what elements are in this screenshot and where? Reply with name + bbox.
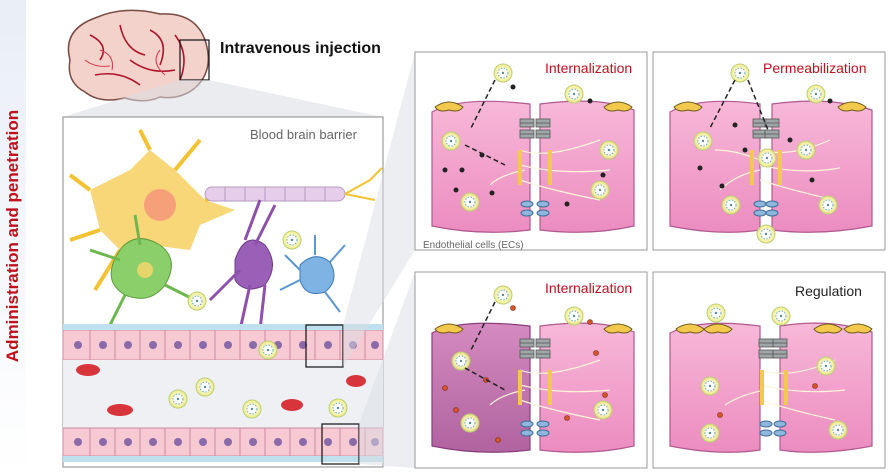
zoom-wedge-brain (63, 80, 382, 117)
endothelial-cells-panel4 (669, 303, 873, 453)
endothelial-cells-panel2 (669, 63, 873, 244)
ec-label: Endothelial cells (ECs) (423, 240, 524, 251)
bbb-panel (62, 116, 384, 468)
neuron-icon (208, 199, 277, 331)
blood-lumen (63, 360, 383, 428)
bbb-label: Blood brain barrier (250, 127, 357, 142)
panel-title-internalization-2: Internalization (545, 280, 633, 296)
endothelial-cells-panel1 (431, 63, 635, 233)
glial-cell-green (89, 214, 196, 326)
panel-title-internalization-1: Internalization (545, 60, 633, 76)
axon (204, 167, 383, 202)
zoom-wedge-upper (343, 52, 415, 367)
endothelial-cells-panel3 (431, 285, 635, 453)
upper-endothelium (62, 324, 384, 361)
panel-title-regulation: Regulation (795, 283, 862, 299)
side-bar (0, 0, 26, 473)
red-blood-cell-icon (76, 364, 366, 416)
microglia-icon (279, 235, 346, 313)
injection-label: Intravenous injection (220, 40, 381, 57)
lower-endothelium (62, 427, 384, 462)
zoom-wedge-lower (359, 272, 415, 468)
panel-title-permeabilization: Permeabilization (763, 60, 867, 76)
